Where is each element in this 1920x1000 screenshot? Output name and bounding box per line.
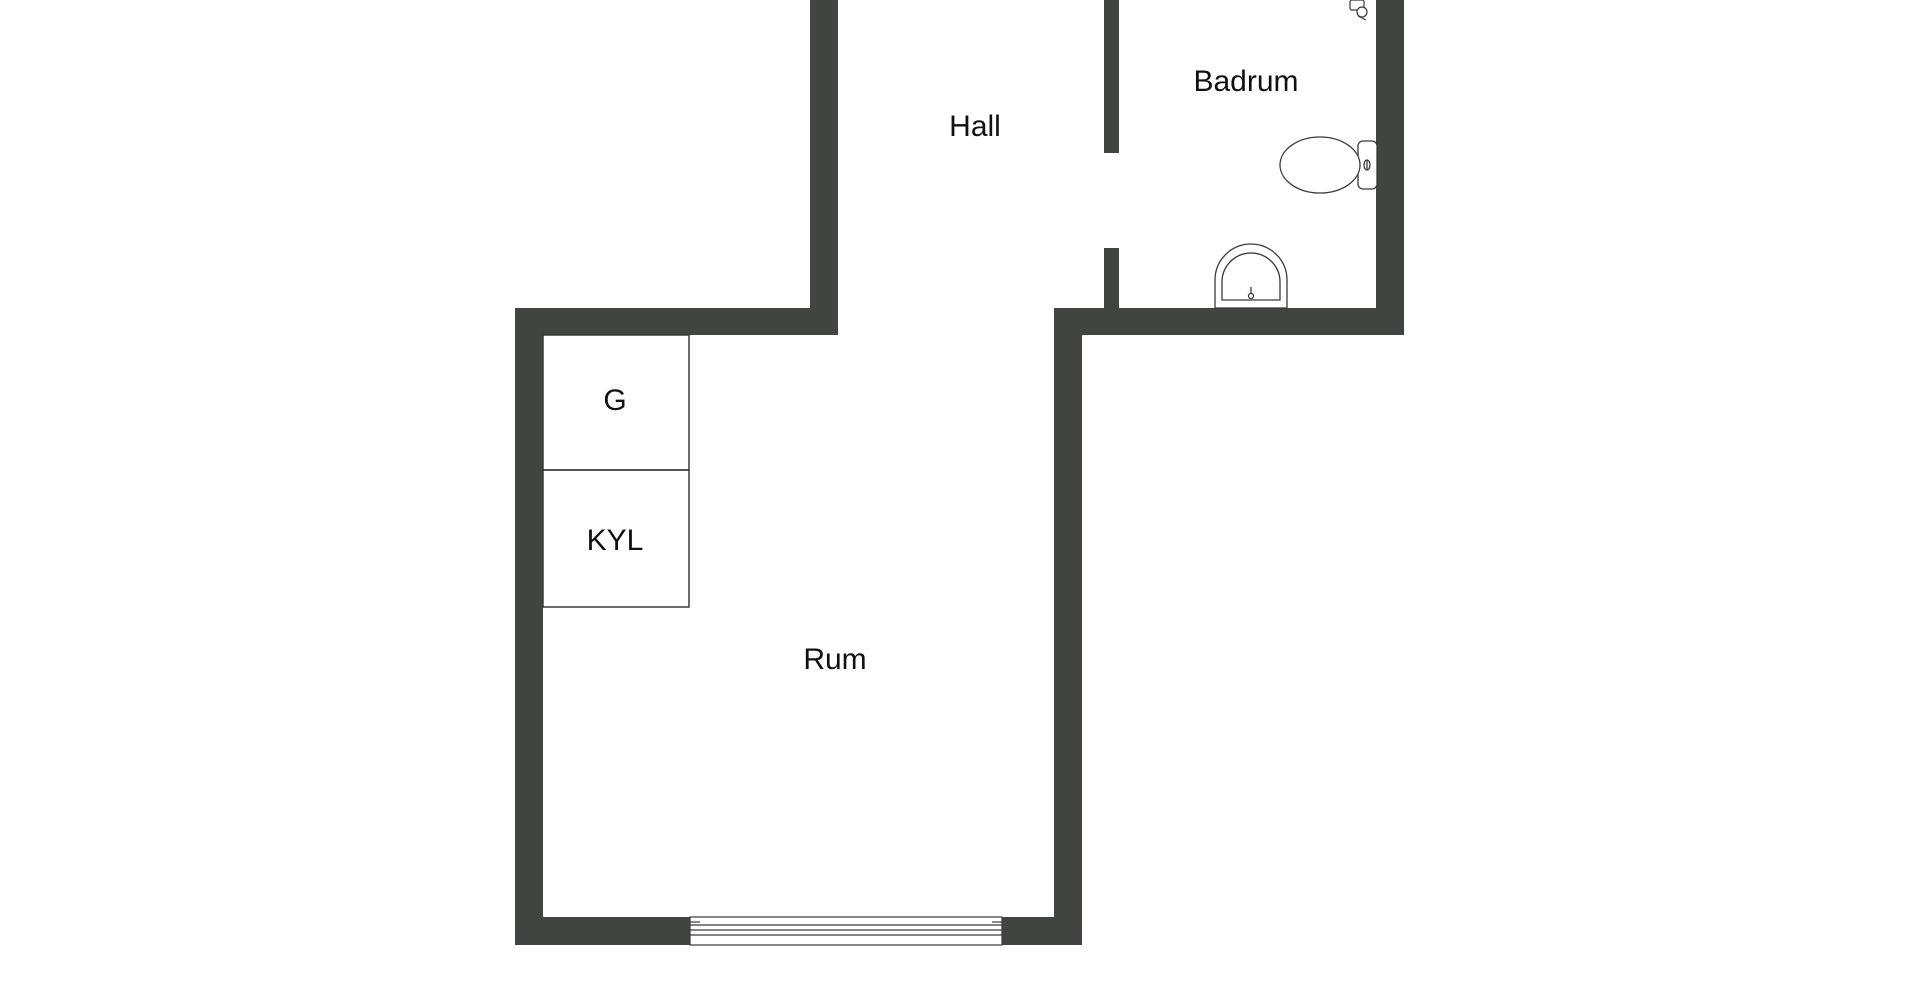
wall-partition-upper: [1104, 0, 1119, 153]
kitchen-units: [542, 334, 690, 608]
walls: [515, 0, 1404, 945]
room-label-rum: Rum: [803, 643, 866, 676]
room-label-badrum: Badrum: [1193, 65, 1298, 98]
shower-tap-icon: [1349, 0, 1368, 21]
wall-hall-left: [810, 0, 838, 335]
wall-room-left: [515, 308, 543, 945]
wall-bathroom-right: [1376, 0, 1404, 335]
sink-icon: [1214, 243, 1288, 309]
wall-bathroom-bottom: [1054, 308, 1404, 335]
wall-room-bottom-left: [515, 917, 690, 945]
room-label-hall: Hall: [949, 110, 1001, 143]
wall-room-right: [1054, 308, 1082, 945]
fridge-unit: [542, 469, 690, 608]
window: [689, 916, 1003, 946]
wall-room-top-left: [515, 308, 838, 335]
toilet-icon: [1279, 136, 1378, 194]
stove-label: G: [603, 384, 626, 417]
fridge-label: KYL: [587, 524, 644, 557]
wall-partition-lower: [1104, 248, 1119, 310]
